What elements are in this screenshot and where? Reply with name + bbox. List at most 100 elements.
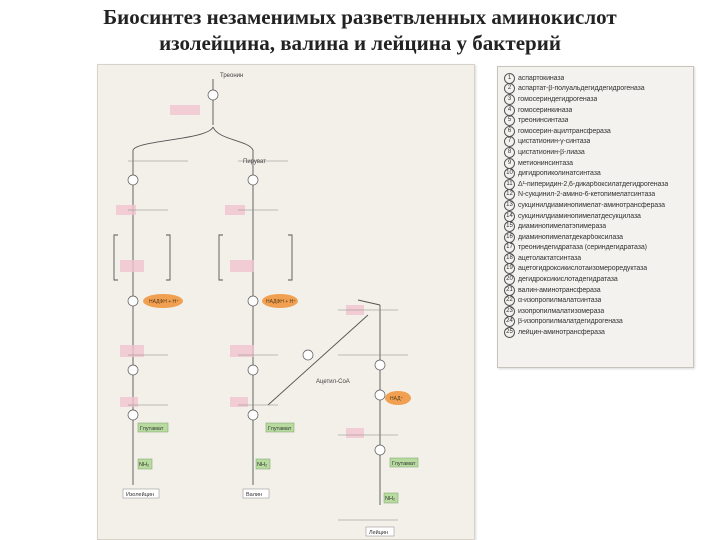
legend-number: 3 [504, 93, 515, 105]
legend-number: 21 [504, 284, 515, 296]
arrow-line [357, 299, 381, 306]
legend-text: диаминопимелатэпимераза [518, 223, 607, 231]
legend-number: 8 [504, 146, 515, 158]
step-circle [247, 364, 259, 376]
cofactor-label-2: НАДФН + Н⁺ [266, 299, 296, 305]
green-box [383, 492, 399, 504]
legend-number: 11 [504, 178, 515, 190]
legend-text: сукцинилдиаминопимелатдесукцилаза [518, 212, 641, 220]
legend-text: дигидропиколинатсинтаза [518, 170, 601, 178]
legend-number: 13 [504, 199, 515, 211]
bracket [288, 234, 293, 281]
legend-text: ацетолактатсинтаза [518, 254, 581, 262]
legend-number: 1 [504, 72, 515, 84]
pink-highlight [170, 105, 200, 115]
step-circle [127, 295, 139, 307]
arrow-line [267, 314, 369, 406]
legend-number: 23 [504, 305, 515, 317]
step-circle [374, 389, 386, 401]
legend-text: β-изопропилмалатдегидрогеназа [518, 318, 623, 326]
glutamate-label-1: Глутамат [140, 426, 164, 432]
legend-text: Δ¹-пиперидин-2,6-дикарбоксилатдегидроген… [518, 180, 669, 188]
title-line-2: изолейцина, валина и лейцина у бактерий [159, 31, 561, 55]
legend-text: α-изопропилмалатсинтаза [518, 297, 602, 305]
legend-text: гомосеринкиназа [518, 106, 573, 114]
legend-text: аспартат-β-полуальдегиддегидрогеназа [518, 85, 645, 93]
step-circle [302, 349, 314, 361]
pink-highlight [230, 345, 254, 357]
legend-text: дегидроксикислотадегидратаза [518, 276, 618, 284]
legend-number: 20 [504, 274, 515, 286]
nh2-label-3: NH₂ [385, 496, 395, 502]
product-box [122, 488, 160, 499]
product-box [365, 526, 395, 537]
legend-number: 18 [504, 252, 515, 264]
pink-highlight [120, 260, 144, 272]
pathway-diagram-svg: НАДФН + Н⁺ НАДФН + Н⁺ НАД⁺ Глутамат Глут… [113, 73, 419, 537]
pink-highlight [116, 205, 136, 215]
legend-number: 15 [504, 221, 515, 233]
legend-number: 14 [504, 210, 515, 222]
legend-number: 25 [504, 327, 515, 339]
bracket [113, 234, 118, 281]
legend-number: 9 [504, 157, 515, 169]
step-circle [374, 359, 386, 371]
glutamate-label-2: Глутамат [268, 426, 292, 432]
title-line-1: Биосинтез незаменимых разветвленных амин… [103, 5, 617, 29]
product-label-2: Валин [246, 492, 262, 498]
nh2-label-1: NH₂ [139, 462, 149, 468]
product-box [242, 488, 270, 499]
start-label: Треонин [220, 73, 243, 79]
nh2-label-2: NH₂ [257, 462, 267, 468]
legend-text: гомосериндегидрогеназа [518, 95, 598, 103]
step-circle [247, 174, 259, 186]
legend-number: 19 [504, 263, 515, 275]
arrow-line [212, 126, 254, 151]
legend-text: сукцинилдиаминопимелат-аминотрансфераза [518, 201, 665, 209]
bracket [218, 234, 223, 281]
glutamate-label-3: Глутамат [392, 461, 416, 467]
legend-number: 16 [504, 231, 515, 243]
legend-number: 5 [504, 115, 515, 127]
legend-text: изопропилмалатизомераза [518, 307, 605, 315]
pink-highlight [225, 205, 245, 215]
green-box [255, 458, 271, 470]
legend-text: гомосерин-ацилтрансфераза [518, 127, 611, 135]
legend-text: диаминопимелатдекарбоксилаза [518, 233, 623, 241]
arrow-line [132, 126, 214, 151]
legend-text: метионинсинтаза [518, 159, 573, 167]
legend-text: ацетогидроксикислотаизомероредуктаза [518, 265, 648, 273]
cofactor-ellipse [143, 294, 183, 308]
cofactor-label-1: НАДФН + Н⁺ [149, 299, 179, 305]
legend-number: 7 [504, 136, 515, 148]
step-circle [127, 174, 139, 186]
cofactor-label-3: НАД⁺ [390, 396, 403, 402]
cofactor-ellipse [262, 294, 298, 308]
legend-text: цистатионин-γ-синтаза [518, 138, 591, 146]
legend-number: 24 [504, 316, 515, 328]
step-circle [127, 409, 139, 421]
step-circle [127, 364, 139, 376]
acetyl-coa-label: Ацетил-СоА [316, 379, 350, 385]
legend-number: 10 [504, 168, 515, 180]
pathway-scheme: НАДФН + Н⁺ НАДФН + Н⁺ НАД⁺ Глутамат Глут… [97, 64, 475, 540]
pyruvate-label: Пируват [243, 159, 266, 165]
legend-number: 22 [504, 295, 515, 307]
